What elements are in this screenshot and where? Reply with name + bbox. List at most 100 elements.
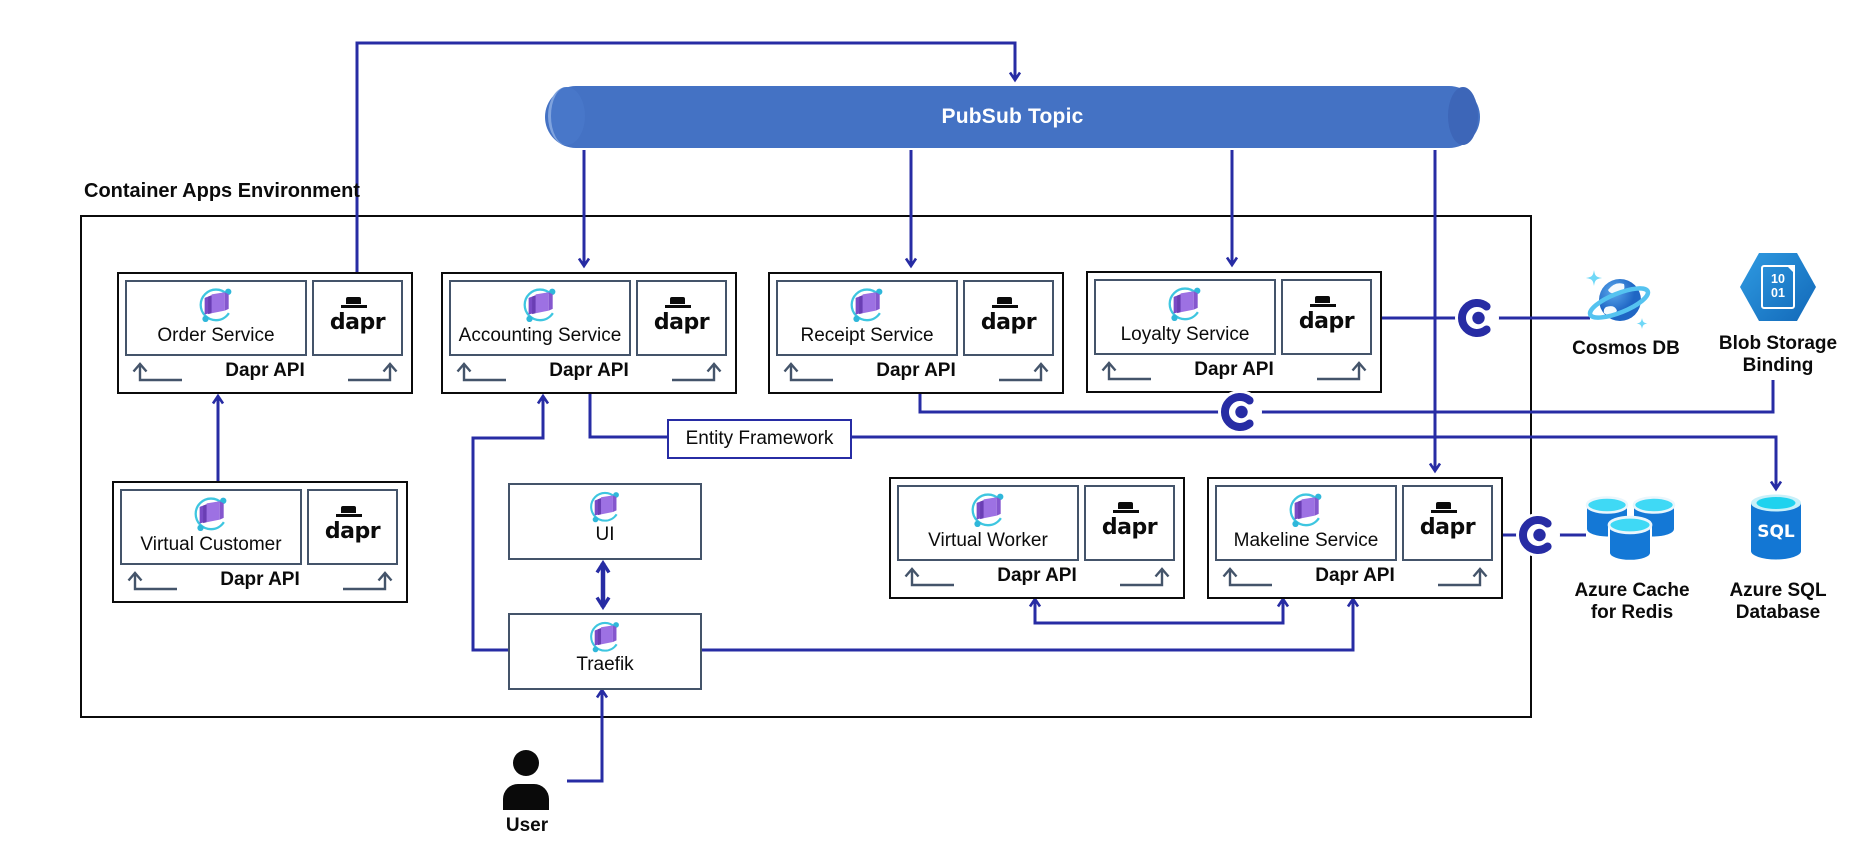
up-arrow-left-icon (1096, 357, 1154, 383)
dapr-sidecar-box: dapr (1281, 279, 1372, 355)
dapr-component-icon-blob (1216, 388, 1264, 436)
service-box: Virtual Worker (897, 485, 1079, 561)
dapr-api-row: Dapr API (119, 356, 411, 386)
service-box: Accounting Service (449, 280, 631, 356)
service-box-traefik: Traefik (508, 613, 702, 690)
sql-icon-text: SQL (1757, 522, 1795, 542)
service-group-loyalty: Loyalty Service dapr Dapr API (1086, 271, 1382, 393)
cosmos-db-icon (1586, 270, 1651, 329)
service-group-order: Order Service dapr Dapr API (117, 272, 413, 394)
up-arrow-left-icon (899, 563, 957, 589)
dapr-hat-icon (991, 296, 1018, 308)
up-arrow-left-icon (778, 358, 836, 384)
service-group-virtual-customer: Virtual Customer dapr Dapr API (112, 481, 408, 603)
service-group-receipt: Receipt Service dapr Dapr API (768, 272, 1064, 394)
service-name: UI (595, 524, 615, 545)
blob-storage-binding-icon: 10 01 (1740, 253, 1816, 321)
container-app-icon (519, 283, 561, 325)
dapr-api-label: Dapr API (1194, 359, 1274, 380)
dapr-hat-icon (1309, 295, 1336, 307)
service-name: Order Service (157, 325, 275, 346)
dapr-hat-icon (340, 296, 367, 308)
dapr-api-row: Dapr API (1209, 561, 1501, 591)
dapr-api-label: Dapr API (876, 360, 956, 381)
dapr-api-label: Dapr API (997, 565, 1077, 586)
container-app-icon (586, 617, 624, 655)
service-name: Loyalty Service (1120, 324, 1250, 345)
up-arrow-right-icon (1117, 563, 1175, 589)
up-arrow-right-icon (1314, 357, 1372, 383)
dapr-logo: dapr (1299, 295, 1355, 333)
container-app-icon (967, 488, 1009, 530)
cylinder-right-cap (1448, 87, 1478, 145)
dapr-component-icon-redis (1514, 511, 1562, 559)
service-box: Makeline Service (1215, 485, 1397, 561)
cosmos-db-label: Cosmos DB (1572, 338, 1680, 359)
azure-cache-redis-label: Azure Cache for Redis (1574, 580, 1690, 623)
up-arrow-left-icon (1217, 563, 1275, 589)
blob-storage-binding-label: Blob Storage Binding (1718, 333, 1838, 376)
dapr-sidecar-box: dapr (963, 280, 1054, 356)
dapr-api-row: Dapr API (114, 565, 406, 595)
service-name: Makeline Service (1233, 530, 1379, 551)
service-name: Traefik (576, 654, 634, 675)
dapr-sidecar-box: dapr (1402, 485, 1493, 561)
user-label: User (505, 815, 549, 836)
container-app-icon (846, 283, 888, 325)
pubsub-topic-label: PubSub Topic (941, 105, 1084, 128)
user-icon (503, 750, 549, 810)
service-box: Loyalty Service (1094, 279, 1276, 355)
dapr-api-label: Dapr API (1315, 565, 1395, 586)
container-app-icon (1164, 282, 1206, 324)
dapr-api-label: Dapr API (549, 360, 629, 381)
up-arrow-right-icon (340, 567, 398, 593)
pubsub-topic-cylinder: PubSub Topic (545, 86, 1480, 148)
dapr-component-icon-cosmos (1453, 294, 1501, 342)
service-name: Virtual Customer (140, 534, 282, 555)
up-arrow-left-icon (127, 358, 185, 384)
service-group-makeline: Makeline Service dapr Dapr API (1207, 477, 1503, 599)
service-name: Accounting Service (458, 325, 622, 346)
dapr-api-row: Dapr API (770, 356, 1062, 386)
container-app-icon (190, 492, 232, 534)
dapr-hat-icon (1430, 501, 1457, 513)
service-group-accounting: Accounting Service dapr Dapr API (441, 272, 737, 394)
up-arrow-right-icon (345, 358, 403, 384)
dapr-logo: dapr (330, 296, 386, 334)
service-box: Virtual Customer (120, 489, 302, 565)
dapr-sidecar-box: dapr (1084, 485, 1175, 561)
dapr-hat-icon (1112, 501, 1139, 513)
dapr-logo: dapr (1102, 501, 1158, 539)
up-arrow-left-icon (451, 358, 509, 384)
service-box: Receipt Service (776, 280, 958, 356)
service-box-ui: UI (508, 483, 702, 560)
cylinder-left-cap (548, 87, 585, 145)
dapr-logo: dapr (654, 296, 710, 334)
up-arrow-right-icon (669, 358, 727, 384)
container-app-icon (586, 487, 624, 525)
binary-document-icon: 10 01 (1761, 265, 1795, 309)
dapr-sidecar-box: dapr (312, 280, 403, 356)
up-arrow-right-icon (1435, 563, 1493, 589)
container-app-icon (1285, 488, 1327, 530)
dapr-logo: dapr (325, 505, 381, 543)
dapr-hat-icon (335, 505, 362, 517)
dapr-api-row: Dapr API (443, 356, 735, 386)
dapr-sidecar-box: dapr (636, 280, 727, 356)
dapr-hat-icon (664, 296, 691, 308)
up-arrow-right-icon (996, 358, 1054, 384)
dapr-api-row: Dapr API (891, 561, 1183, 591)
dapr-sidecar-box: dapr (307, 489, 398, 565)
azure-cache-redis-icon (1585, 496, 1676, 562)
azure-sql-database-label: Azure SQL Database (1729, 580, 1827, 623)
dapr-logo: dapr (1420, 501, 1476, 539)
service-group-virtual-worker: Virtual Worker dapr Dapr API (889, 477, 1185, 599)
entity-framework-label: Entity Framework (685, 428, 834, 449)
azure-sql-database-icon: SQL (1751, 494, 1801, 560)
up-arrow-left-icon (122, 567, 180, 593)
container-app-icon (195, 283, 237, 325)
dapr-logo: dapr (981, 296, 1037, 334)
service-box: Order Service (125, 280, 307, 356)
service-name: Receipt Service (800, 325, 934, 346)
